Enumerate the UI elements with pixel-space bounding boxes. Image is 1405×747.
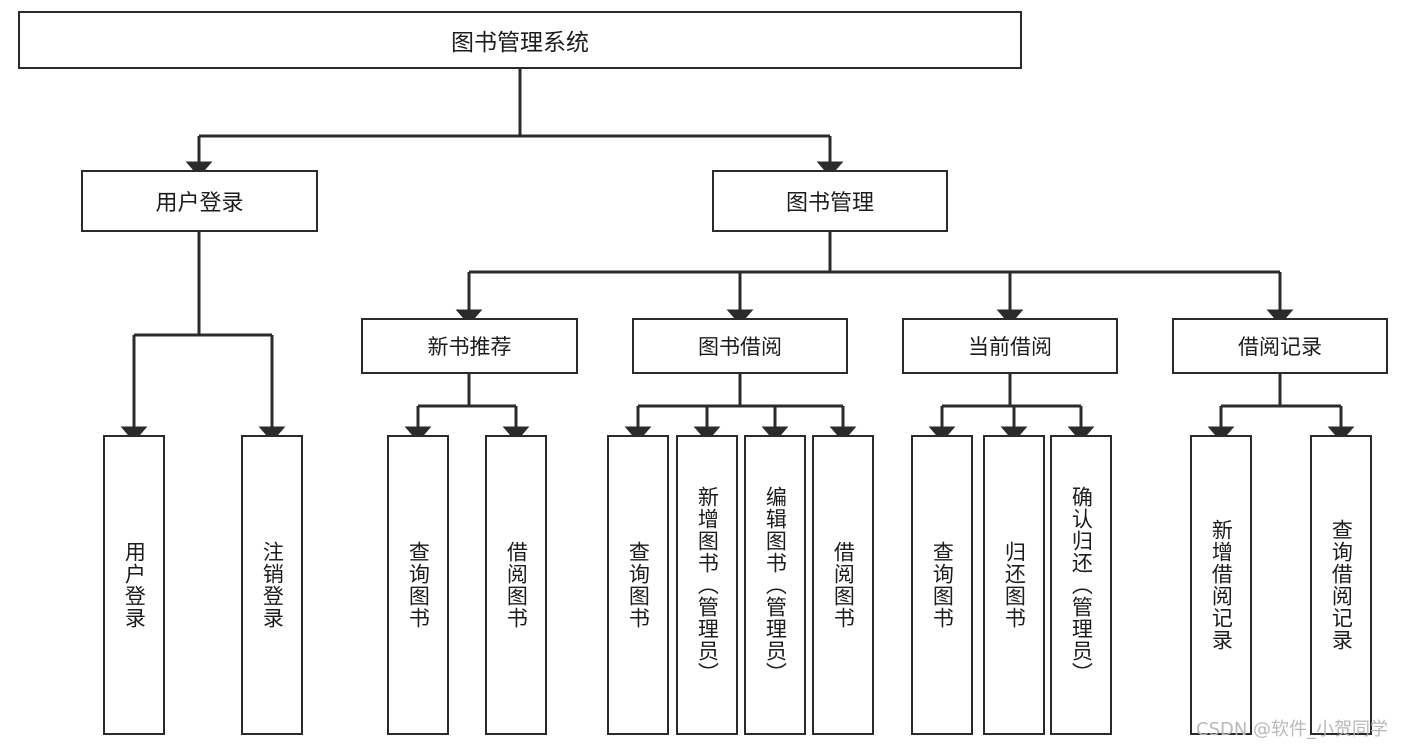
- node-level3-1[interactable]: 图书借阅: [632, 318, 848, 374]
- node-label: 当前借阅: [968, 335, 1052, 359]
- node-label: 图书借阅: [698, 335, 782, 359]
- node-label: 注销登录: [260, 541, 285, 629]
- connector-lines: [120, 69, 1355, 442]
- node-label: 借阅记录: [1238, 335, 1322, 359]
- node-label: 新增借阅记录: [1209, 519, 1234, 651]
- node-label: 查询图书: [930, 541, 955, 629]
- node-level3-0[interactable]: 新书推荐: [361, 318, 578, 374]
- node-level2-0[interactable]: 用户登录: [81, 170, 318, 232]
- node-level2-1[interactable]: 图书管理: [712, 170, 948, 232]
- node-leaf-8[interactable]: 查询图书: [911, 435, 973, 735]
- node-label: 查询借阅记录: [1329, 519, 1354, 651]
- node-label: 借阅图书: [831, 541, 856, 629]
- node-label: 用户登录: [155, 191, 244, 216]
- node-leaf-7[interactable]: 借阅图书: [812, 435, 874, 735]
- node-leaf-3[interactable]: 借阅图书: [485, 435, 547, 735]
- node-leaf-11[interactable]: 新增借阅记录: [1190, 435, 1252, 735]
- node-label: 编辑图书（管理员）: [763, 486, 788, 684]
- node-leaf-0[interactable]: 用户登录: [103, 435, 165, 735]
- node-label: 新增图书（管理员）: [695, 486, 720, 684]
- node-level3-2[interactable]: 当前借阅: [902, 318, 1118, 374]
- node-level3-3[interactable]: 借阅记录: [1172, 318, 1388, 374]
- node-leaf-10[interactable]: 确认归还（管理员）: [1050, 435, 1112, 735]
- node-leaf-4[interactable]: 查询图书: [607, 435, 669, 735]
- node-label: 确认归还（管理员）: [1069, 486, 1094, 684]
- node-leaf-5[interactable]: 新增图书（管理员）: [676, 435, 738, 735]
- node-label: 归还图书: [1002, 541, 1027, 629]
- node-label: 图书管理系统: [451, 30, 589, 56]
- node-leaf-9[interactable]: 归还图书: [983, 435, 1045, 735]
- node-label: 查询图书: [406, 541, 431, 629]
- node-leaf-2[interactable]: 查询图书: [387, 435, 449, 735]
- node-leaf-6[interactable]: 编辑图书（管理员）: [744, 435, 806, 735]
- node-label: 借阅图书: [504, 541, 529, 629]
- node-label: 用户登录: [122, 541, 147, 629]
- node-root-system[interactable]: 图书管理系统: [18, 11, 1022, 69]
- node-label: 查询图书: [626, 541, 651, 629]
- node-leaf-1[interactable]: 注销登录: [241, 435, 303, 735]
- node-leaf-12[interactable]: 查询借阅记录: [1310, 435, 1372, 735]
- node-label: 新书推荐: [427, 335, 512, 359]
- node-label: 图书管理: [785, 191, 874, 216]
